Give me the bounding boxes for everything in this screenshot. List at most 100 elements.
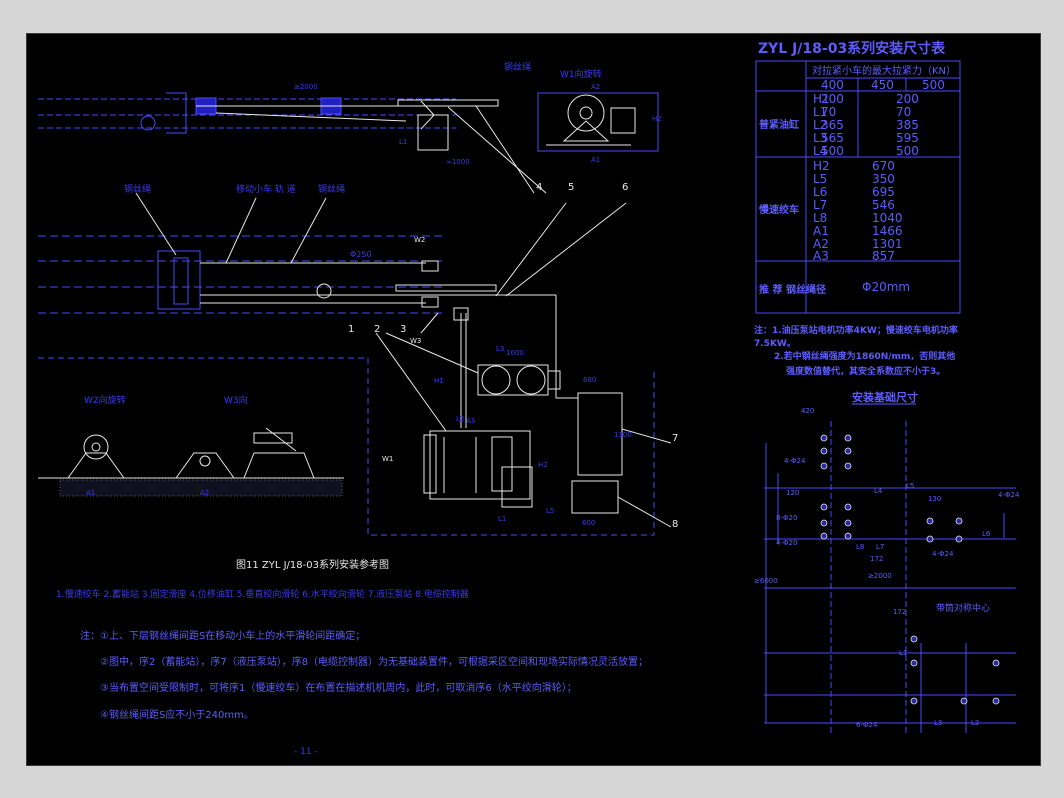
row-name-l3: L3 [813, 131, 827, 145]
callout-3: 3 [400, 324, 406, 335]
rope-label: 推 荐 钢丝绳径 [759, 283, 826, 296]
callout-7: 7 [672, 433, 678, 444]
cad-drawing: W1向旋转 钢丝绳 ≥2000 ≈1000 L1 H2 A1 A2 [38, 40, 1020, 757]
dim-l4: L4 [874, 487, 883, 495]
top-view [38, 92, 659, 194]
row-name-l2: L2 [813, 118, 827, 132]
dim-172b: 172 [893, 608, 906, 616]
table-group1-label: 普紧油缸 [759, 118, 799, 131]
row-name-l5: L5 [813, 172, 827, 186]
row-v2-l1: 70 [896, 105, 911, 119]
top-view-labels: W1向旋转 钢丝绳 ≥2000 ≈1000 L1 H2 A1 A2 [294, 61, 662, 166]
center-label: 带筒对称中心 [936, 602, 990, 614]
page-number: - 11 - [294, 747, 318, 757]
dim-l6: L6 [982, 530, 991, 538]
row-v-l6: 695 [872, 185, 895, 199]
dim-h2-top: H2 [652, 115, 662, 123]
dim-h1-mid: H1 [434, 377, 444, 385]
dim-a1-top: A1 [591, 156, 600, 164]
w3-label: W3 [410, 337, 421, 345]
row-name-a2: A2 [813, 237, 829, 251]
dim-b-bottom: A2 [200, 489, 209, 497]
dim-l5-mid: L5 [546, 507, 554, 515]
dim-l3-fd: L3 [934, 719, 942, 727]
table-title: ZYL J/18-03系列安装尺寸表 [758, 40, 946, 57]
row-v-a2: 1301 [872, 237, 903, 251]
dim-1000-mid: 1000 [506, 349, 524, 357]
row-name-h2: H2 [813, 159, 830, 173]
dim-4-phi20: 4-Φ20 [776, 539, 797, 547]
callout-4: 4 [536, 182, 542, 193]
dim-l8: L8 [856, 543, 864, 551]
label-rope2: 钢丝绳 [124, 183, 151, 195]
dim-l2-fd: L2 [971, 719, 979, 727]
note-4: ④钢丝绳间距S应不小于240mm。 [100, 708, 254, 721]
row-v1-h1: 200 [821, 92, 844, 106]
dim-l7: L7 [876, 543, 884, 551]
table-note-3: 2.若中钢丝绳强度为1860N/mm，否则其他 [774, 350, 955, 362]
row-name-a3: A3 [813, 249, 829, 263]
row-v2-l2: 385 [896, 118, 919, 132]
row-name-l8: L8 [813, 211, 827, 225]
dim-8-phi20-a: 8-Φ20 [776, 514, 797, 522]
dim-l1-fd: L1 [899, 649, 907, 657]
dim-172a: 172 [870, 555, 883, 563]
dim-4-phi24-c: 4-Φ24 [932, 550, 954, 558]
table-note-2: 7.5KW。 [754, 339, 796, 349]
bottom-left-labels: W2向旋转 W3向 A1 A2 [84, 394, 248, 497]
row-v2-l3: 595 [896, 131, 919, 145]
dim-a3: A3 [466, 417, 475, 425]
plan-view-labels: 钢丝绳 移动小车 轨 道 钢丝绳 Φ250 W2 W3 1000 H1 L2 H… [124, 182, 678, 530]
row-v1-l2: 365 [821, 118, 844, 132]
table-note-4: 强度数值替代，其安全系数应不小于3。 [786, 365, 945, 377]
callout-1: 1 [348, 324, 354, 335]
w2-label: W2 [414, 236, 425, 244]
row-name-l6: L6 [813, 185, 827, 199]
table-group2-label: 慢速绞车 [759, 203, 799, 216]
row-v2-l4: 500 [896, 144, 919, 158]
dim-4-phi24-b: 4-Φ24 [998, 491, 1020, 499]
dim-600: 600 [582, 519, 595, 527]
component-legend: 1.慢速绞车 2.蓄能站 3.固定滑座 4.位移油缸 5.垂直绞向滑轮 6.水平… [56, 588, 469, 600]
label-rope3: 钢丝绳 [318, 183, 345, 195]
row-name-l1: L1 [813, 105, 827, 119]
w2-view-label: W2向旋转 [84, 394, 126, 406]
dim-6-phi24: 6-Φ24 [856, 721, 878, 729]
row-name-a1: A1 [813, 224, 829, 238]
phi250-label: Φ250 [350, 250, 372, 259]
w1-label: W1 [382, 455, 393, 463]
size-table: ZYL J/18-03系列安装尺寸表 对拉紧小车的最大拉紧力（KN） 400 4… [754, 40, 961, 377]
callout-8: 8 [672, 519, 678, 530]
drawing-canvas [26, 33, 1041, 766]
foundation-drawing: 安装基础尺寸 [754, 390, 1020, 733]
row-v-h2: 670 [872, 159, 895, 173]
row-v1-l3: 565 [821, 131, 844, 145]
row-name-h1: H1 [813, 92, 830, 106]
dim-a-bottom: A1 [86, 489, 95, 497]
label-track: 移动小车 轨 道 [236, 183, 296, 195]
table-header-main: 对拉紧小车的最大拉紧力（KN） [812, 64, 956, 77]
dim-4-phi24-a: 4-Φ24 [784, 457, 806, 465]
dim-l5-fd: L5 [906, 482, 914, 490]
row-v-l8: 1040 [872, 211, 903, 225]
dim-l1-top: L1 [399, 138, 407, 146]
note-1: 注：①上、下层钢丝绳间距S在移动小车上的水平滑轮间距确定； [80, 629, 365, 642]
table-note-1: 注：1.油压泵站电机功率4KW；慢速绞车电机功率 [754, 324, 958, 336]
dim-680: 680 [583, 376, 596, 384]
callout-6: 6 [622, 182, 628, 193]
row-name-l7: L7 [813, 198, 827, 212]
dim-420: 420 [801, 407, 814, 415]
table-header-400: 400 [821, 78, 844, 92]
row-v-a3: 857 [872, 249, 895, 263]
dim-1000: ≈1000 [446, 158, 470, 166]
foundation-title: 安装基础尺寸 [852, 390, 918, 404]
callout-5: 5 [568, 182, 574, 193]
dim-1300: 1300 [614, 431, 632, 439]
dim-l1-mid: L1 [498, 515, 506, 523]
figure-caption: 图11 ZYL J/18-03系列安装参考图 [236, 558, 389, 571]
row-v-l7: 546 [872, 198, 895, 212]
label-dir-w1: W1向旋转 [560, 68, 602, 80]
dim-2000-fd: ≥2000 [868, 572, 892, 580]
dim-130: 130 [928, 495, 941, 503]
dim-a2-top: A2 [591, 83, 600, 91]
